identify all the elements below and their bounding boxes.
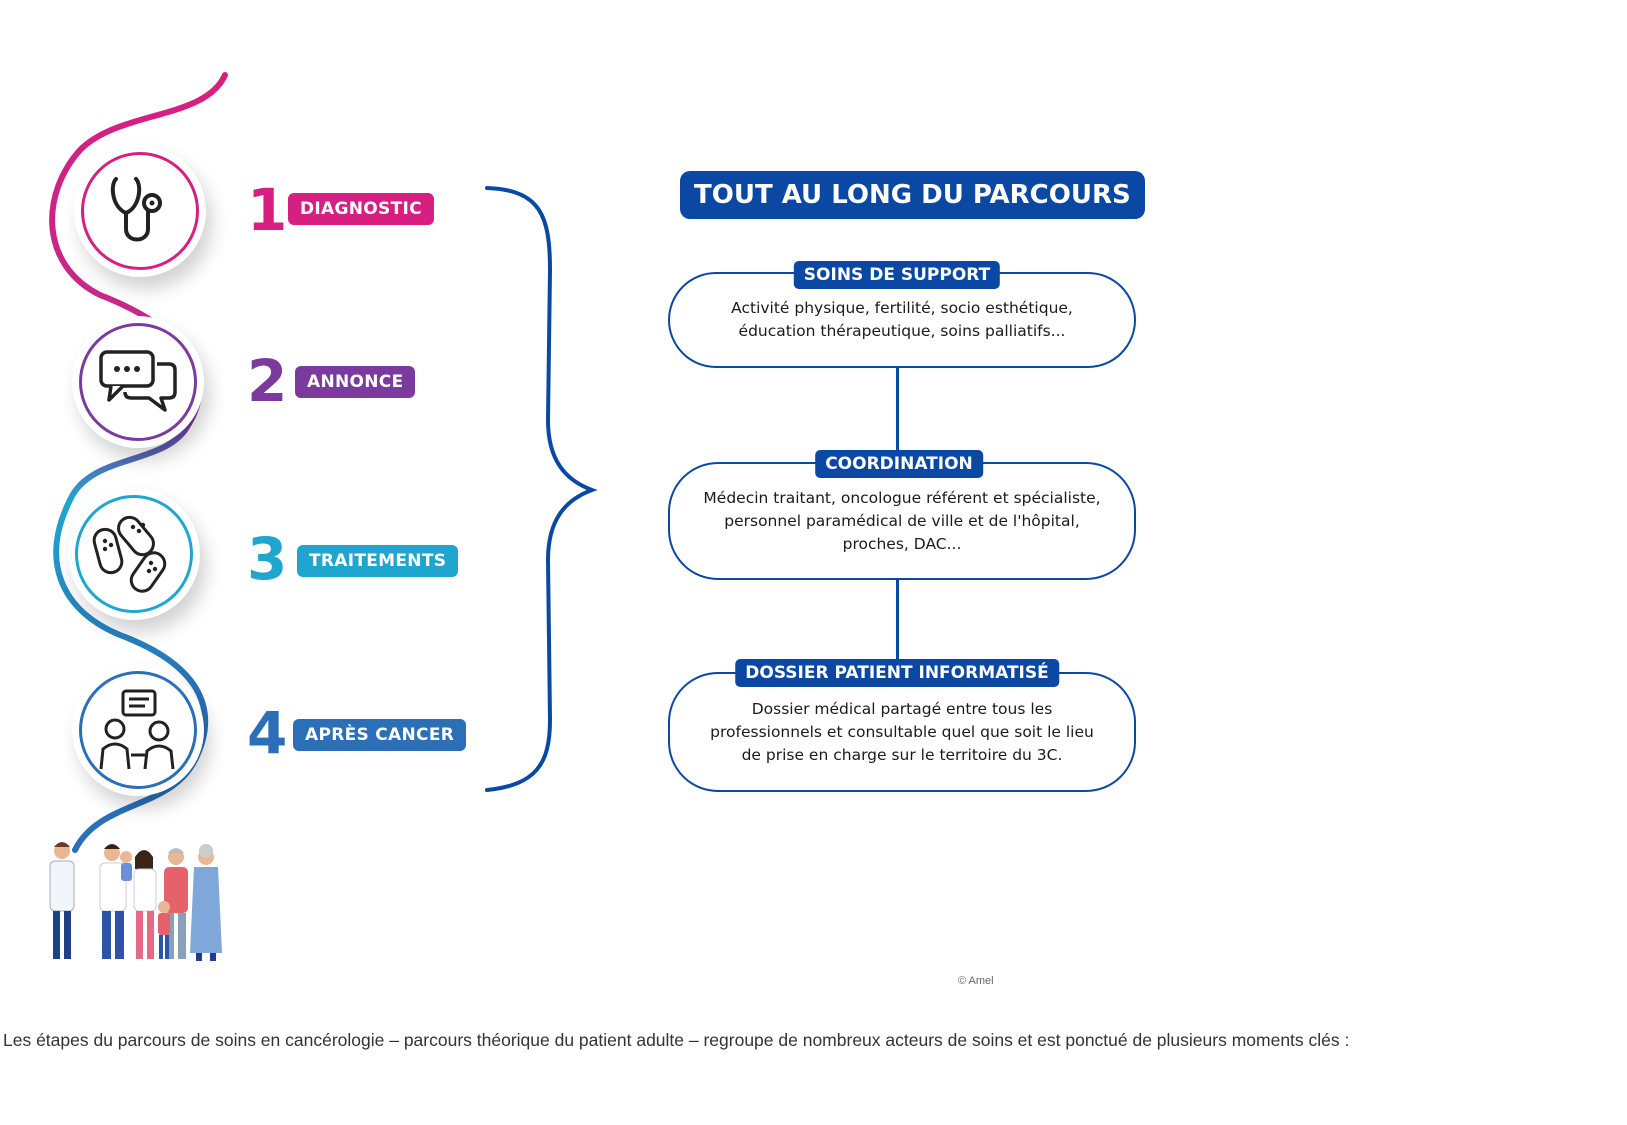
step-4-number: 4 (247, 699, 288, 767)
patient-record-line-3: de prise en charge sur le territoire du … (741, 745, 1063, 764)
patient-record-label: DOSSIER PATIENT INFORMATISÉ (735, 659, 1059, 687)
step-3-number: 3 (247, 525, 288, 593)
main-title: TOUT AU LONG DU PARCOURS (680, 171, 1145, 219)
support-care-line-1: Activité physique, fertilité, socio esth… (731, 299, 1073, 317)
step-2-label: ANNONCE (295, 366, 416, 398)
step-1-label: DIAGNOSTIC (288, 193, 434, 225)
chat-bubbles-icon (99, 350, 177, 412)
step-1-number: 1 (247, 176, 288, 244)
coordination-line-3: proches, DAC... (842, 534, 962, 553)
coordination-line-2: personnel paramédical de ville et de l'h… (724, 511, 1080, 530)
family-with-doctor-illustration (49, 842, 222, 961)
coordination-label: COORDINATION (815, 450, 983, 478)
step-1-circle (74, 145, 206, 277)
caption-text: Les étapes du parcours de soins en cancé… (3, 1030, 1350, 1050)
patient-record-box: Dossier médical partagé entre tous les p… (668, 672, 1136, 792)
coordination-line-1: Médecin traitant, oncologue référent et … (703, 488, 1101, 507)
coordination-box: Médecin traitant, oncologue référent et … (668, 462, 1136, 580)
step-3-label: TRAITEMENTS (297, 545, 459, 577)
pills-icon (92, 515, 167, 593)
patient-record-line-1: Dossier médical partagé entre tous les (751, 699, 1053, 718)
patient-record-line-2: professionnels et consultable quel que s… (710, 722, 1094, 741)
consultation-icon (99, 689, 175, 770)
connector-line-2 (896, 580, 899, 664)
support-care-line-2: éducation thérapeutique, soins palliatif… (738, 322, 1066, 340)
step-4-circle (72, 664, 204, 796)
image-credit: © Amel (958, 975, 994, 987)
step-2-circle (72, 316, 204, 448)
stethoscope-icon (110, 177, 162, 242)
step-4-label: APRÈS CANCER (293, 719, 467, 751)
connector-line-1 (896, 368, 899, 453)
step-3-circle (68, 488, 200, 620)
step-2-number: 2 (247, 347, 288, 415)
support-care-label: SOINS DE SUPPORT (793, 261, 1001, 289)
